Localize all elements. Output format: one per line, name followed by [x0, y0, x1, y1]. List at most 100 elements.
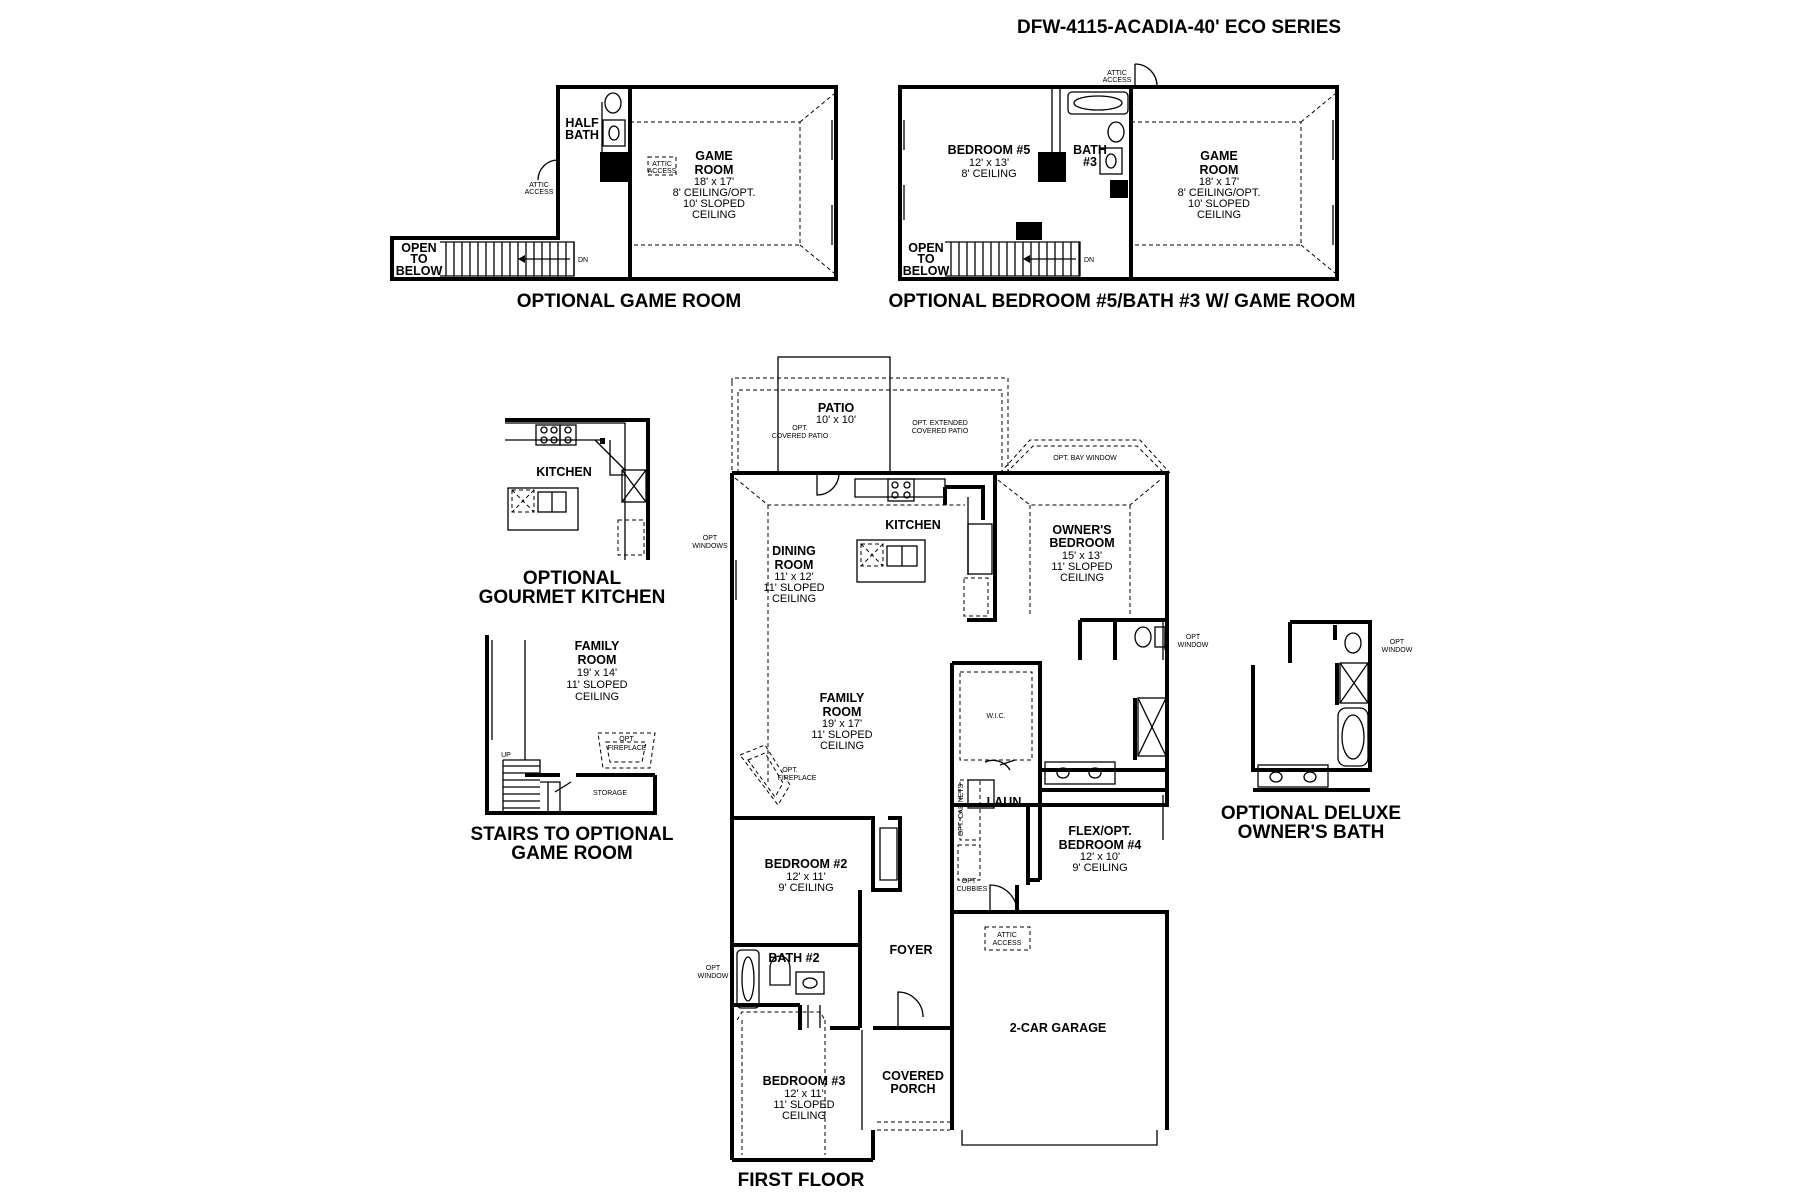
caption-optional-game-room: OPTIONAL GAME ROOM: [517, 291, 741, 312]
flex-room-ceiling: 9' CEILING: [1072, 862, 1127, 874]
opt-covered-patio-label-2: COVERED PATIO: [772, 433, 829, 440]
caption-gourmet-1: OPTIONAL: [523, 568, 622, 589]
deluxe-window-label-1: OPT: [1390, 639, 1405, 646]
game-room-ceiling-3: CEILING: [1197, 209, 1241, 221]
bath3-label-1: BATH: [1073, 143, 1107, 157]
dining-size: 11' x 12': [774, 571, 813, 583]
access-label: ACCESS: [525, 189, 554, 196]
dining-ceiling-1: 11' SLOPED: [763, 582, 824, 594]
optional-deluxe-bath-plan: [1251, 620, 1372, 792]
dining-ceiling-2: CEILING: [772, 593, 816, 605]
optional-bedroom5-plan: [898, 63, 1339, 281]
attic-box-label-1: ATTIC: [652, 161, 672, 168]
open-below-label-1: OPEN: [908, 241, 943, 255]
first-floor-plan: [730, 356, 1171, 1162]
garage-attic-label-1: ATTIC: [997, 932, 1017, 939]
bedroom5-label: BEDROOM #5: [948, 143, 1031, 157]
bedroom2-size: 12' x 11': [786, 871, 825, 883]
owner-window-label-2: WINDOW: [1178, 642, 1209, 649]
dining-label-1: DINING: [772, 544, 816, 558]
stairs-family-size: 19' x 14': [577, 667, 617, 679]
family-room-label-2: ROOM: [823, 705, 862, 719]
porch-label-1: COVERED: [882, 1069, 944, 1083]
stairs-option-plan: [485, 635, 657, 815]
bedroom5-size: 12' x 13': [969, 157, 1009, 169]
family-room-ceiling-1: 11' SLOPED: [811, 729, 872, 741]
stairs-family-ceiling-2: CEILING: [575, 691, 619, 703]
deluxe-window-label-2: WINDOW: [1382, 647, 1413, 654]
stairs-fireplace-label-2: FIREPLACE: [608, 745, 647, 752]
flex-room-size: 12' x 10': [1080, 851, 1120, 863]
porch-label-2: PORCH: [890, 1082, 935, 1096]
family-room-ceiling-2: CEILING: [820, 740, 864, 752]
down-label: DN: [578, 257, 588, 264]
caption-stairs-1: STAIRS TO OPTIONAL: [470, 824, 673, 845]
game-room-ceiling-1: 8' CEILING/OPT.: [1178, 187, 1261, 199]
half-bath-label-2: BATH: [565, 128, 599, 142]
bedroom2-label: BEDROOM #2: [765, 857, 848, 871]
bedroom3-ceiling-2: CEILING: [782, 1110, 826, 1122]
game-room-ceiling-2: 10' SLOPED: [683, 198, 745, 210]
open-below-label-2: TO: [410, 252, 427, 266]
patio-label: PATIO: [818, 401, 855, 415]
garage-label: 2-CAR GARAGE: [1010, 1021, 1107, 1035]
foyer-label: FOYER: [889, 943, 932, 957]
caption-optional-bedroom5: OPTIONAL BEDROOM #5/BATH #3 W/ GAME ROOM: [889, 291, 1356, 312]
caption-stairs-2: GAME ROOM: [511, 843, 632, 864]
bath2-window-label-2: WINDOW: [698, 973, 729, 980]
opt-fireplace-label-2: FIREPLACE: [778, 775, 817, 782]
optional-gourmet-kitchen-plan: [505, 418, 650, 560]
stairs-family-label-2: ROOM: [578, 653, 617, 667]
bath2-label: BATH #2: [768, 951, 819, 965]
bedroom3-size: 12' x 11': [784, 1088, 823, 1100]
owner-bedroom-label-2: BEDROOM: [1049, 536, 1114, 550]
owner-window-label-1: OPT: [1186, 634, 1201, 641]
bay-window-label: OPT. BAY WINDOW: [1053, 455, 1117, 462]
caption-gourmet-2: GOURMET KITCHEN: [479, 587, 666, 608]
attic-label: ATTIC: [1107, 70, 1127, 77]
game-room-label-2: ROOM: [695, 163, 734, 177]
game-room-size: 18' x 17': [1199, 176, 1239, 188]
opt-cubbies-label-1: OPT: [962, 878, 977, 885]
bedroom2-ceiling: 9' CEILING: [778, 882, 833, 894]
stairs-family-label-1: FAMILY: [575, 639, 620, 653]
caption-deluxe-1: OPTIONAL DELUXE: [1221, 803, 1401, 824]
gourmet-kitchen-label: KITCHEN: [536, 465, 592, 479]
bedroom3-ceiling-1: 11' SLOPED: [773, 1099, 834, 1111]
owner-bedroom-size: 15' x 13': [1062, 550, 1102, 562]
opt-windows-label-2: WINDOWS: [692, 543, 728, 550]
open-below-label-1: OPEN: [401, 241, 436, 255]
plan-title: DFW-4115-ACADIA-40' ECO SERIES: [1017, 17, 1341, 38]
half-bath-label-1: HALF: [565, 116, 599, 130]
bedroom3-label: BEDROOM #3: [763, 1074, 846, 1088]
opt-covered-patio-label-1: OPT.: [792, 425, 808, 432]
family-room-label-1: FAMILY: [820, 691, 865, 705]
flex-room-label-1: FLEX/OPT.: [1068, 824, 1131, 838]
game-room-label-1: GAME: [1200, 149, 1238, 163]
wic-label: W.I.C.: [986, 713, 1005, 720]
bedroom5-ceiling: 8' CEILING: [961, 168, 1016, 180]
opt-windows-label-1: OPT: [703, 535, 718, 542]
flex-room-label-2: BEDROOM #4: [1059, 838, 1142, 852]
opt-fireplace-label-1: OPT.: [782, 767, 798, 774]
laundry-label: LAUN: [987, 795, 1022, 809]
owner-bedroom-ceiling-2: CEILING: [1060, 572, 1104, 584]
stairs-family-ceiling-1: 11' SLOPED: [566, 679, 627, 691]
kitchen-label: KITCHEN: [885, 518, 941, 532]
bath2-window-label-1: OPT: [706, 965, 721, 972]
dining-label-2: ROOM: [775, 558, 814, 572]
game-room-label-2: ROOM: [1200, 163, 1239, 177]
opt-extended-patio-label-1: OPT. EXTENDED: [912, 420, 968, 427]
optional-game-room-plan: [390, 85, 838, 281]
attic-label: ATTIC: [529, 182, 549, 189]
game-room-size: 18' x 17': [694, 176, 734, 188]
opt-cubbies-label-2: CUBBIES: [957, 886, 988, 893]
down-label: DN: [1084, 257, 1094, 264]
game-room-ceiling-3: CEILING: [692, 209, 736, 221]
owner-bedroom-ceiling-1: 11' SLOPED: [1051, 561, 1112, 573]
opt-cabinets-label: OPT. CABINETS: [958, 783, 965, 836]
caption-deluxe-2: OWNER'S BATH: [1238, 822, 1385, 843]
game-room-ceiling-1: 8' CEILING/OPT.: [673, 187, 756, 199]
garage-attic-label-2: ACCESS: [993, 940, 1022, 947]
